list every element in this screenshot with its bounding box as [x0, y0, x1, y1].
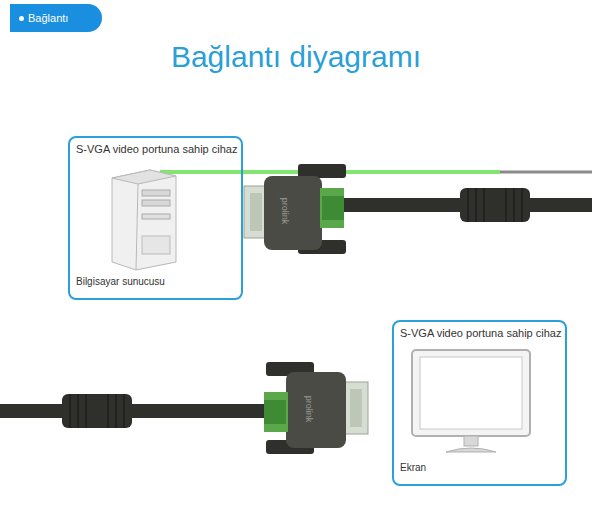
device-heading: S-VGA video portuna sahip cihaz: [76, 143, 237, 155]
diagram-title: Bağlantı diyagramı: [0, 40, 592, 74]
device-box: S-VGA video portuna sahip cihazBilgisaya…: [68, 136, 243, 300]
device-name: Bilgisayar sunucusu: [76, 276, 165, 287]
device-heading: S-VGA video portuna sahip cihaz: [400, 327, 561, 339]
section-tab: Bağlantı: [10, 4, 102, 32]
brand-label: prolink: [280, 198, 290, 225]
tab-label: Bağlantı: [28, 12, 68, 24]
vga-connector-bottom: [0, 362, 368, 454]
device-name: Ekran: [400, 462, 426, 473]
monitor: [412, 350, 530, 452]
brand-label: prolink: [304, 396, 314, 423]
computer-tower: [112, 170, 176, 270]
device-box: S-VGA video portuna sahip cihazEkran: [392, 320, 567, 486]
vga-connector-top: [244, 164, 592, 254]
